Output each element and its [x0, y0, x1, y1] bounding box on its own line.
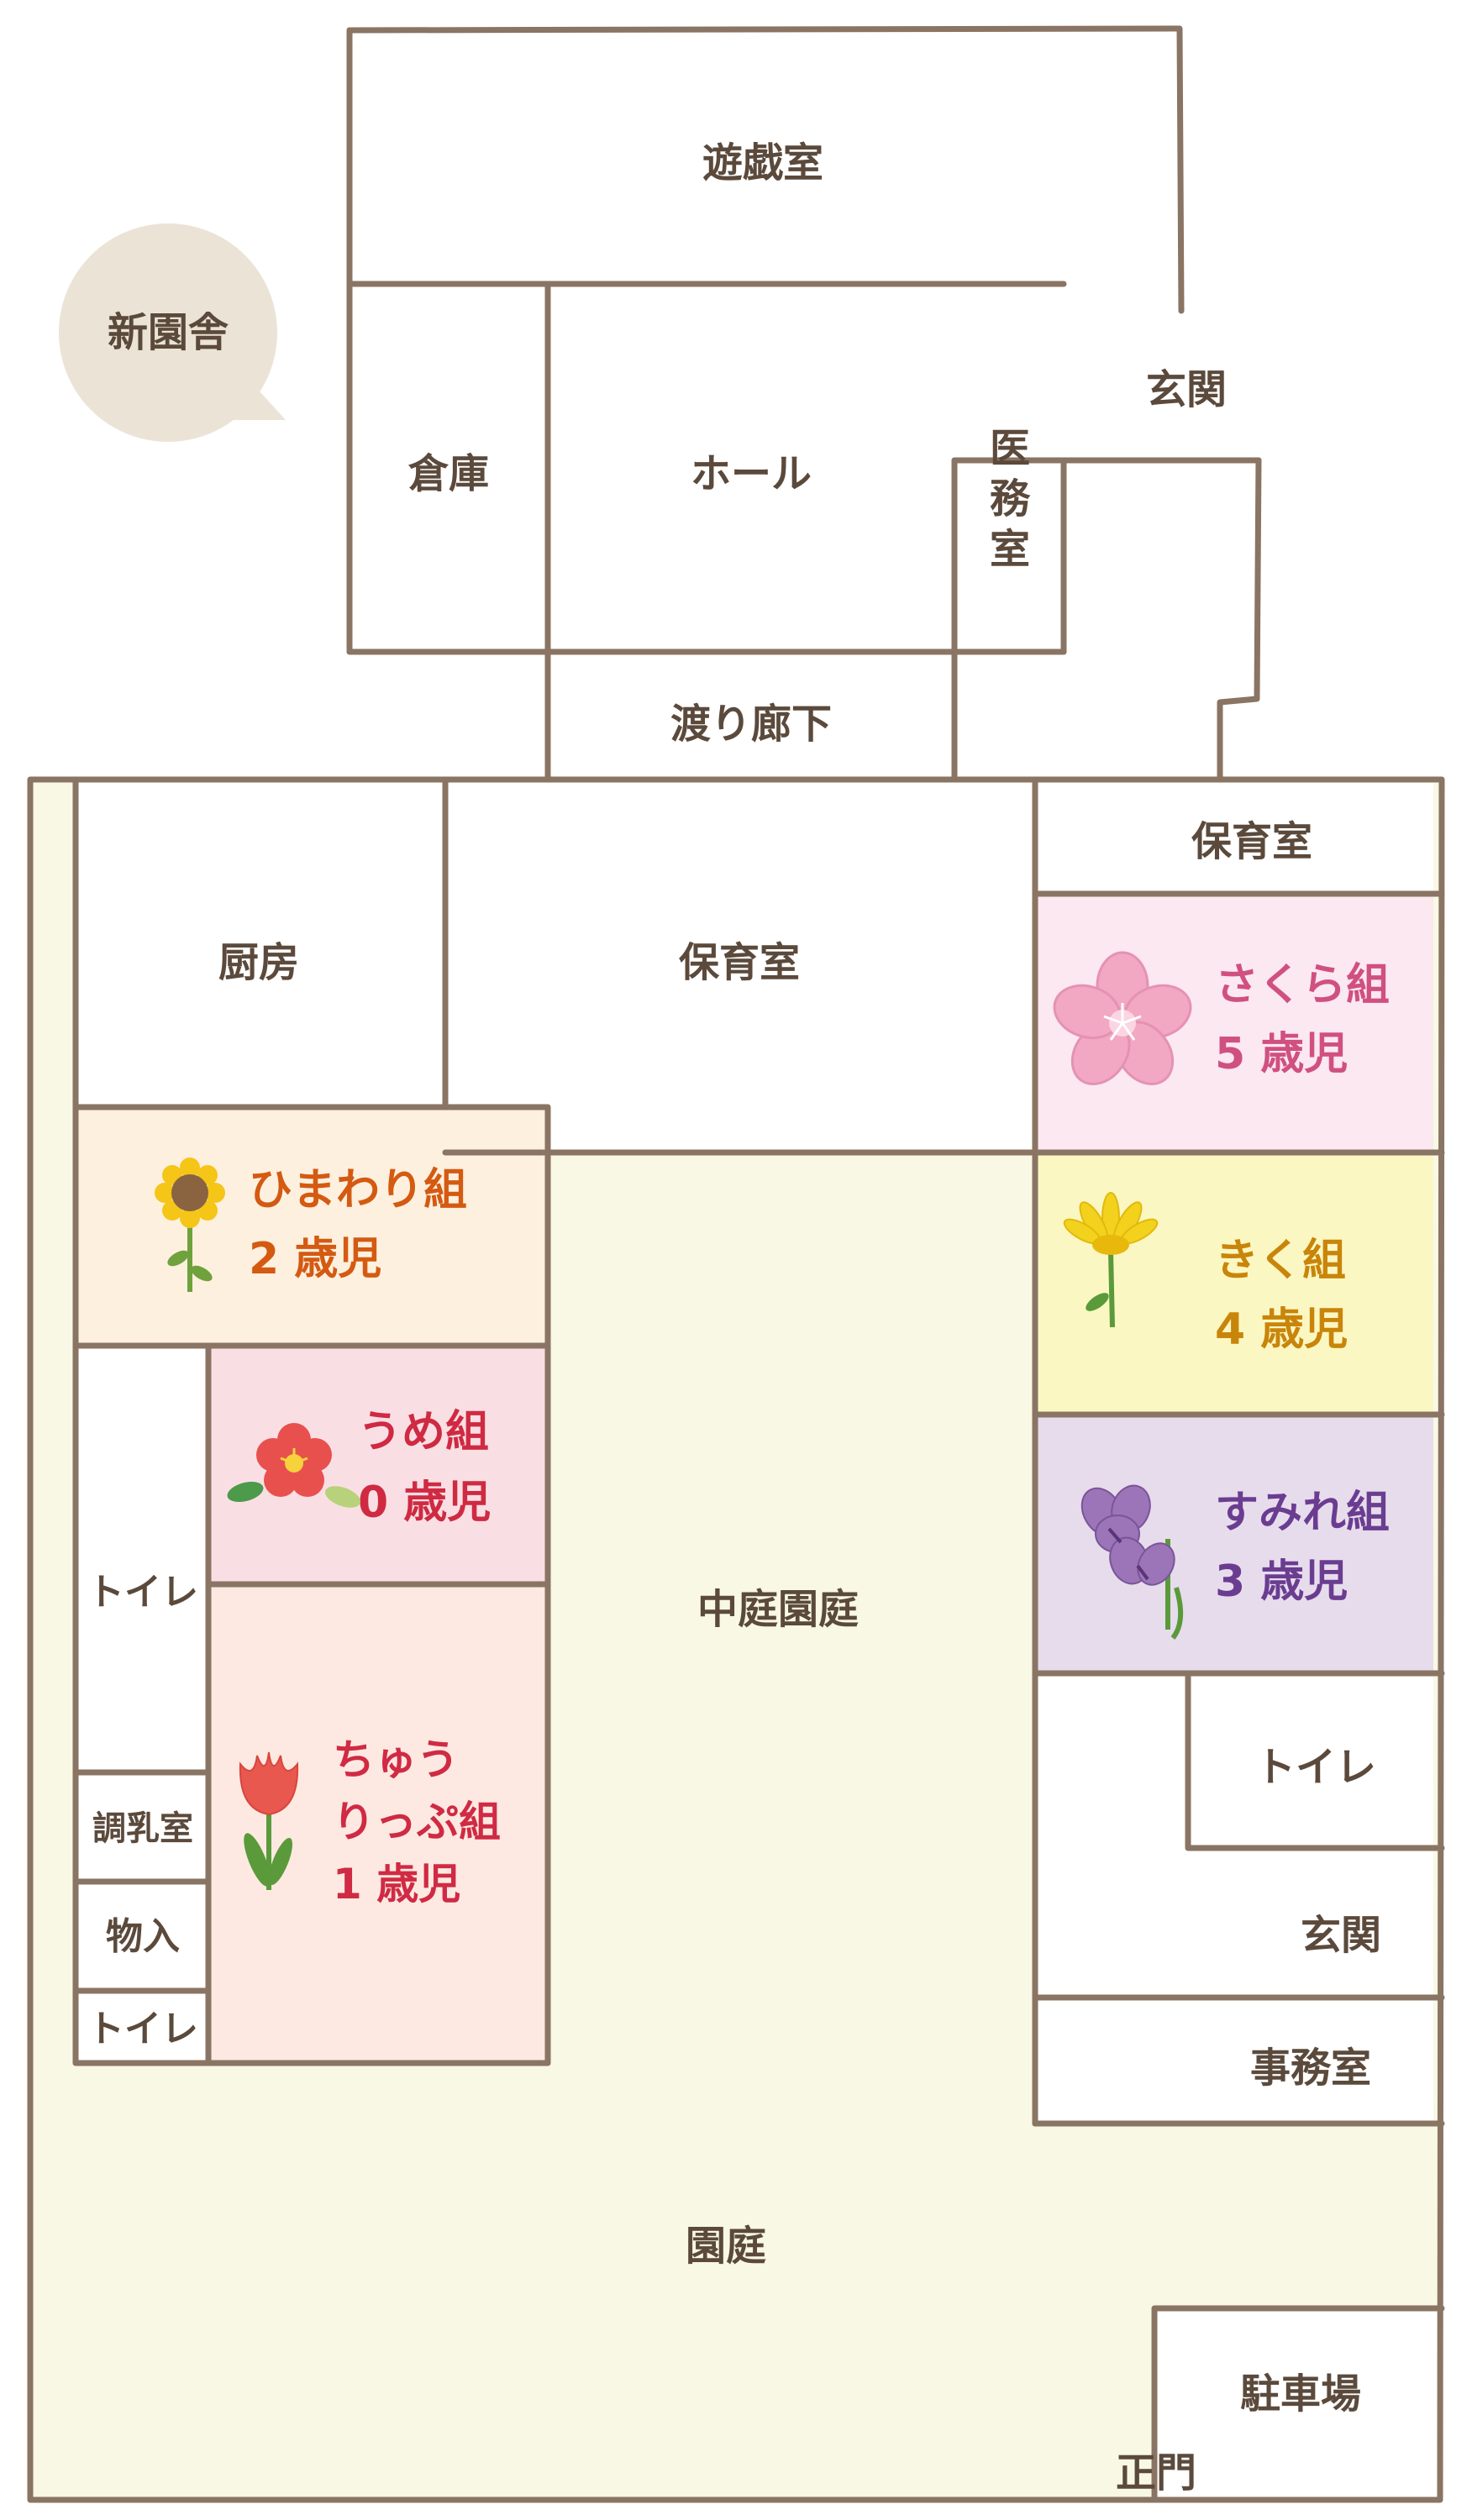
kiku-room — [1035, 1152, 1433, 1415]
room-label-hall: ホール — [691, 450, 812, 497]
class-name-sumire: すみれ組 — [1215, 1488, 1390, 1538]
room-label-toilet-right: トイレ — [1255, 1744, 1376, 1791]
ume-room — [208, 1346, 548, 1584]
class-name-sakura: さくら組 — [1215, 960, 1390, 1011]
himawari-room — [76, 1107, 548, 1346]
sakura-flower-icon — [1053, 951, 1192, 1085]
room-label-medical-room: 医務室 — [990, 425, 1031, 573]
room-label-entrance: 玄関 — [1146, 366, 1227, 413]
room-label-nursery-right: 保育室 — [1191, 818, 1312, 865]
new-building-badge: 新園舎 — [59, 223, 286, 442]
violet-flower-icon — [1080, 1484, 1184, 1640]
class-age-tulip: 1 歳児 — [333, 1860, 460, 1908]
room-label-toilet-small: トイレ — [87, 2008, 198, 2050]
room-label-parking: 駐車場 — [1240, 2370, 1361, 2418]
class-age-kiku: 4 歳児 — [1215, 1305, 1348, 1355]
plum-flower-icon — [227, 1423, 361, 1508]
class-name-kiku: きく組 — [1215, 1236, 1346, 1286]
room-label-main-gate: 正門 — [1116, 2449, 1196, 2496]
class-name-ume: うめ組 — [358, 1407, 489, 1457]
class-age-ume: 0 歳児 — [358, 1478, 491, 1528]
room-label-courtyard: 中庭園庭 — [697, 1586, 859, 1633]
tulip-room — [208, 1584, 548, 2063]
class-labels: さくら組 5 歳児 ひまわり組 2 歳児 きく組 4 歳児 うめ組 0 歳児 す… — [249, 960, 1390, 1908]
room-label-corridor: 渡り廊下 — [670, 701, 832, 748]
class-age-sumire: 3 歳児 — [1215, 1557, 1348, 1607]
room-label-milk-room: 調乳室 — [92, 1809, 193, 1848]
class-age-himawari: 2 歳児 — [249, 1234, 381, 1284]
sumire-room — [1035, 1415, 1433, 1673]
room-label-storage: 倉庫 — [407, 450, 489, 497]
class-name-himawari: ひまわり組 — [249, 1165, 467, 1215]
room-label-playroom: 遊戯室 — [702, 139, 823, 186]
room-label-toilet-left: トイレ — [87, 1571, 198, 1614]
sunflower-icon — [155, 1158, 225, 1292]
room-label-garden: 園庭 — [686, 2223, 766, 2270]
room-label-office: 事務室 — [1250, 2045, 1371, 2092]
chrysanthemum-icon — [1063, 1192, 1159, 1328]
room-label-entrance-right: 玄関 — [1301, 1912, 1381, 1959]
class-age-sakura: 5 歳児 — [1215, 1029, 1348, 1079]
room-label-nursery-center: 保育室 — [679, 939, 800, 986]
new-building-labels: 遊戯室 倉庫 ホール 玄関 渡り廊下 医務室 — [407, 139, 1227, 748]
room-label-kitchen: 厨房 — [218, 939, 299, 986]
badge-label: 新園舎 — [108, 309, 229, 356]
room-label-storage-small: 物入 — [106, 1915, 180, 1958]
tulip-icon — [239, 1751, 299, 1890]
class-name-tulip-line2: りっぷ組 — [333, 1798, 501, 1846]
walls — [27, 25, 1445, 2503]
class-name-tulip-line1: ちゅう — [333, 1735, 459, 1784]
main-building-labels: 厨房 保育室 保育室 中庭園庭 トイレ 調乳室 物入 トイレ トイレ 玄関 事務… — [87, 818, 1381, 2496]
